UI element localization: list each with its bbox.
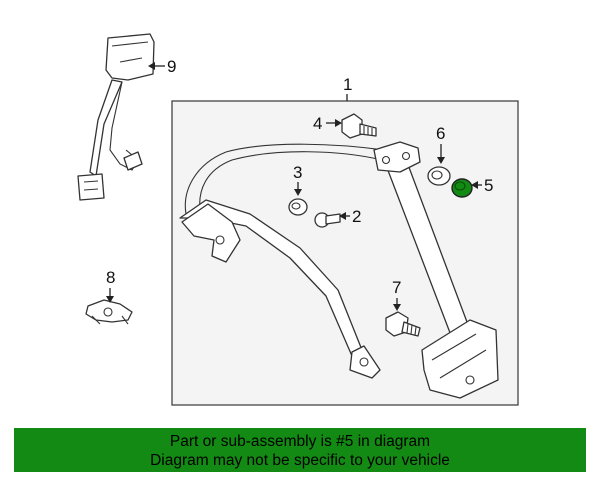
callout-6[interactable]: 6 xyxy=(436,124,445,143)
lower-anchor xyxy=(349,345,381,379)
part-2-pin[interactable] xyxy=(314,212,341,228)
callout-5[interactable]: 5 xyxy=(484,176,493,195)
part-6-spacer[interactable] xyxy=(427,166,451,186)
info-banner: Part or sub-assembly is #5 in diagram Di… xyxy=(14,428,586,472)
callout-8[interactable]: 8 xyxy=(106,268,115,287)
belt-end-tongue xyxy=(181,203,241,263)
retractor xyxy=(421,319,499,399)
callout-2[interactable]: 2 xyxy=(352,207,361,226)
part-7-bolt[interactable] xyxy=(385,311,421,337)
part-4-bolt[interactable] xyxy=(341,113,377,139)
part-8-anchor-plate[interactable] xyxy=(85,299,133,325)
banner-line-2: Diagram may not be specific to your vehi… xyxy=(150,452,450,469)
part-9-buckle[interactable] xyxy=(77,33,155,201)
callout-1[interactable]: 1 xyxy=(343,75,352,94)
callout-9[interactable]: 9 xyxy=(167,57,176,76)
callout-7[interactable]: 7 xyxy=(392,278,401,297)
part-5-cap[interactable] xyxy=(451,178,473,198)
callout-3[interactable]: 3 xyxy=(293,163,302,182)
part-3-washer[interactable] xyxy=(288,198,308,216)
callout-4[interactable]: 4 xyxy=(313,114,322,133)
banner-line-1: Part or sub-assembly is #5 in diagram xyxy=(169,433,431,450)
upper-guide xyxy=(373,141,421,173)
